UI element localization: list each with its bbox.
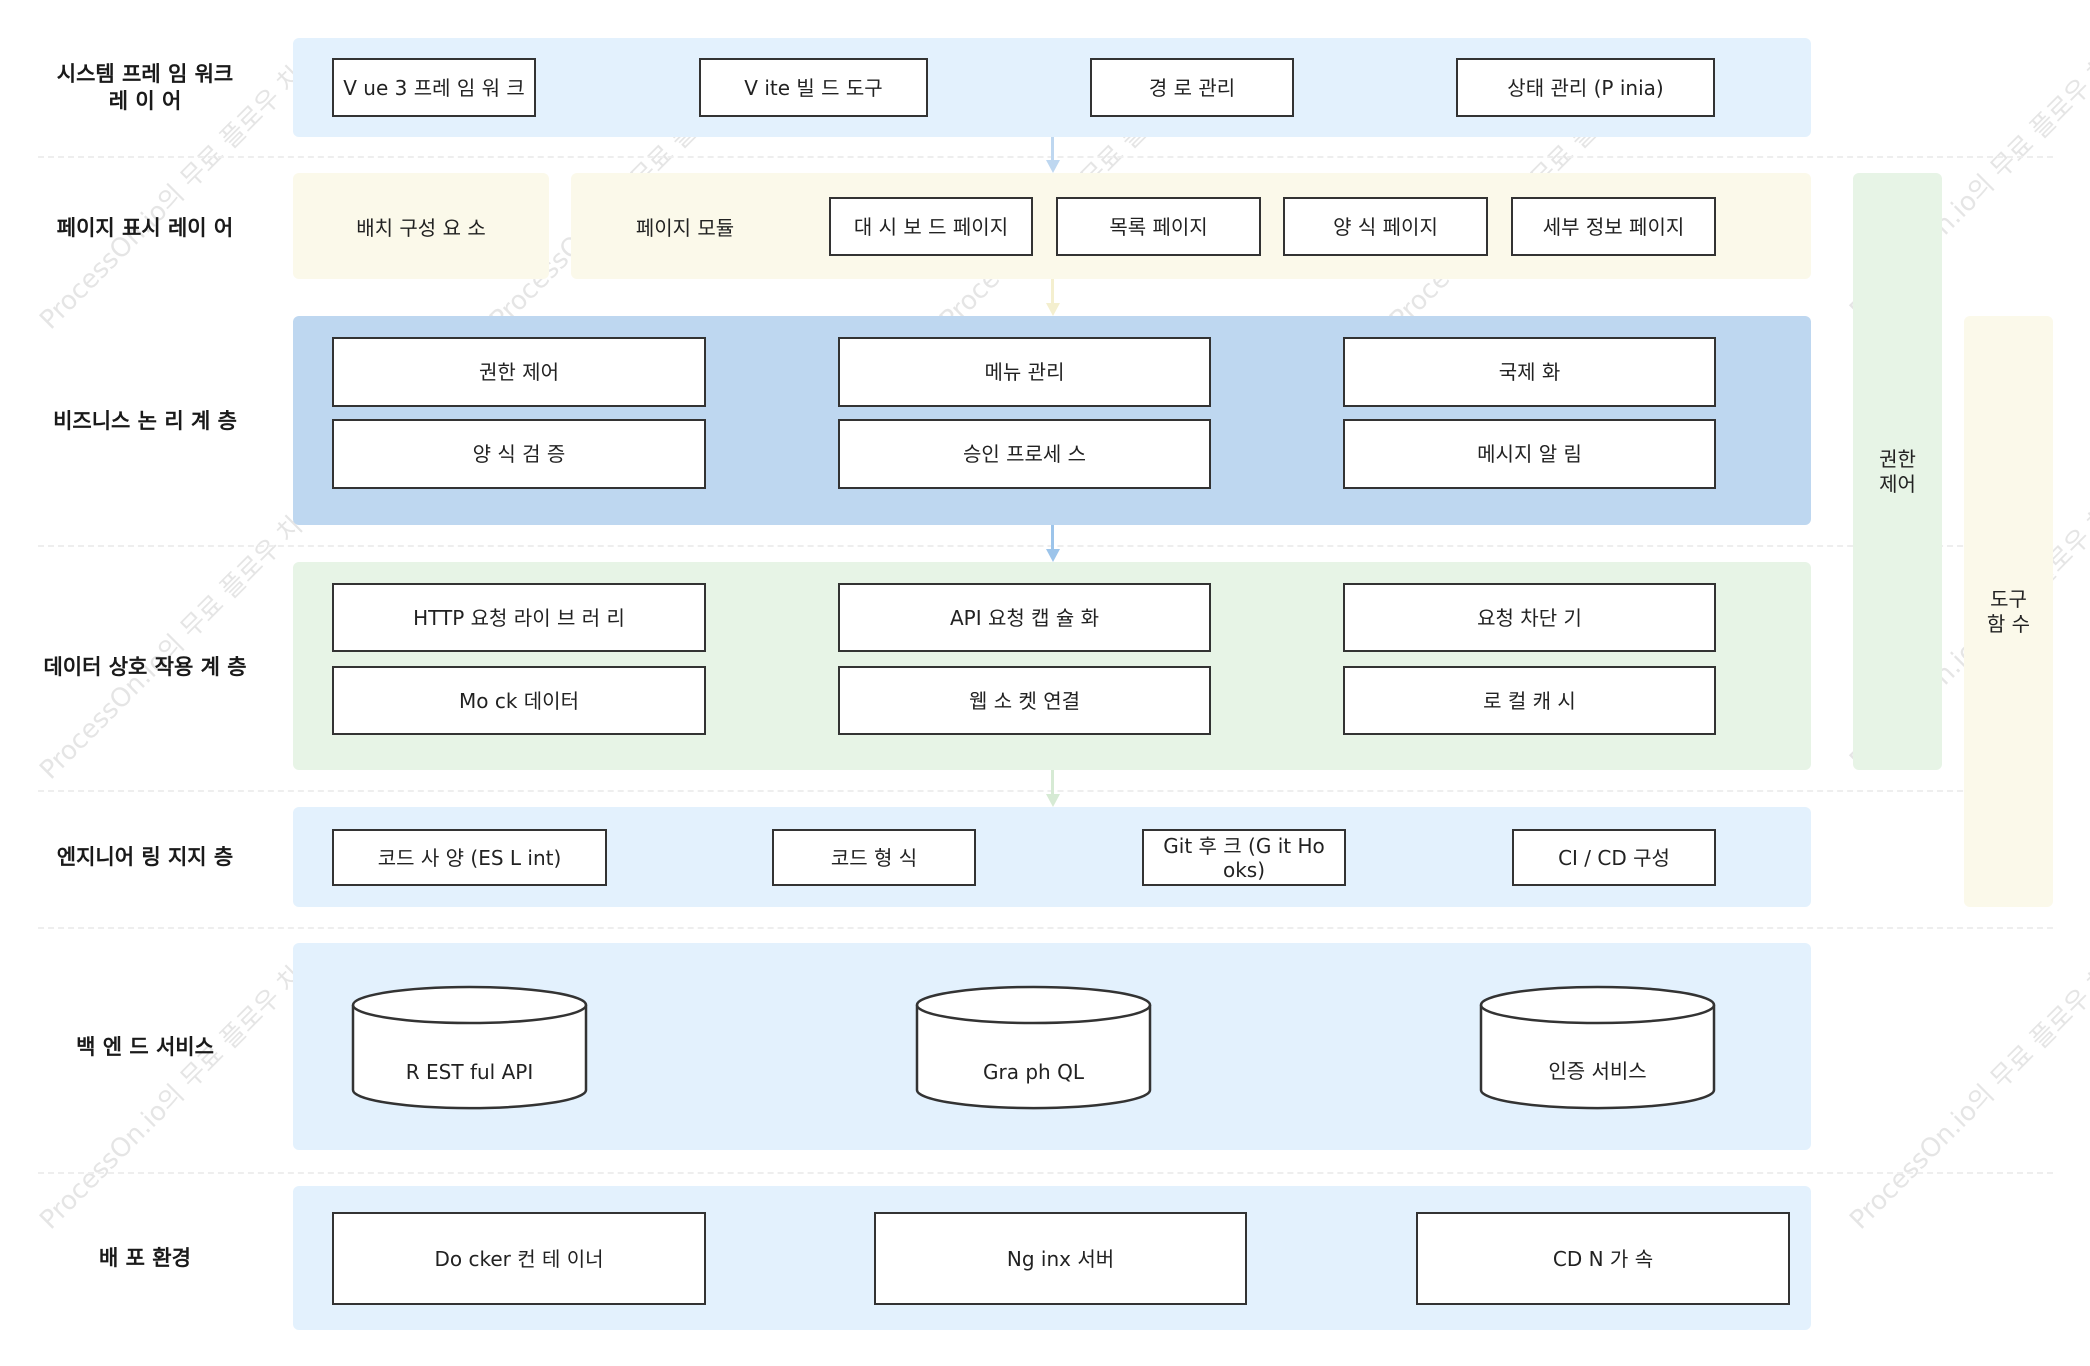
auth-service-database: 인증 서비스: [1479, 985, 1716, 1110]
arrow-connector: [1051, 137, 1054, 164]
layer-label-data: 데이터 상호 작용 계 층: [43, 654, 247, 679]
permission-side-panel: 권한 제어: [1853, 173, 1942, 770]
arrow-connector: [1051, 279, 1054, 307]
restful-api-database: R EST ful API: [351, 985, 588, 1110]
cicd-box: CI / CD 구성: [1512, 829, 1716, 886]
database-icon: [1479, 985, 1716, 1110]
menu-management-box: 메뉴 관리: [838, 337, 1211, 407]
page-modules-label: 페이지 모듈: [635, 215, 735, 240]
dashboard-page-box: 대 시 보 드 페이지: [829, 197, 1033, 256]
restful-api-label: R EST ful API: [405, 1060, 534, 1084]
separator: [38, 545, 2053, 547]
form-page-box: 양 식 페이지: [1283, 197, 1488, 256]
permission-side-label: 권한 제어: [1879, 446, 1916, 496]
graphql-database: Gra ph QL: [915, 985, 1152, 1110]
tools-side-label: 도구 함 수: [1986, 586, 2031, 636]
permission-control-box: 권한 제어: [332, 337, 706, 407]
separator: [38, 790, 2053, 792]
list-page-box: 목록 페이지: [1056, 197, 1261, 256]
layout-components-label: 배치 구성 요 소: [356, 215, 486, 240]
form-validation-box: 양 식 검 증: [332, 419, 706, 489]
separator: [38, 156, 2053, 158]
detail-page-box: 세부 정보 페이지: [1511, 197, 1716, 256]
vite-build-box: V ite 빌 드 도구: [699, 58, 928, 117]
layer-label-engineering: 엔지니어 링 지지 층: [56, 844, 234, 869]
arrow-connector: [1051, 770, 1054, 798]
layer-label-business: 비즈니스 논 리 계 층: [53, 408, 237, 433]
request-interceptor-box: 요청 차단 기: [1343, 583, 1716, 652]
local-cache-box: 로 컬 캐 시: [1343, 666, 1716, 735]
api-wrapper-box: API 요청 캡 슐 화: [838, 583, 1211, 652]
arrow-head: [1046, 303, 1060, 316]
i18n-box: 국제 화: [1343, 337, 1716, 407]
nginx-server-box: Ng inx 서버: [874, 1212, 1247, 1305]
layer-label-page: 페이지 표시 레이 어: [56, 215, 234, 240]
watermark: ProcessOn.io의 무료 플로우 차트: [1844, 943, 2090, 1236]
arrow-head: [1046, 160, 1060, 173]
layer-label-backend: 백 엔 드 서비스: [76, 1034, 214, 1059]
tools-side-panel: 도구 함 수: [1964, 316, 2053, 907]
separator: [38, 1172, 2053, 1174]
layer-label-deploy: 배 포 환경: [99, 1245, 191, 1270]
vue3-framework-box: V ue 3 프레 임 워 크: [332, 58, 536, 117]
message-notification-box: 메시지 알 림: [1343, 419, 1716, 489]
arrow-head: [1046, 549, 1060, 562]
approval-process-box: 승인 프로세 스: [838, 419, 1211, 489]
git-hooks-box: Git 후 크 (G it Ho oks): [1142, 829, 1346, 886]
database-icon: [351, 985, 588, 1110]
http-library-box: HTTP 요청 라이 브 러 리: [332, 583, 706, 652]
docker-container-box: Do cker 컨 테 이너: [332, 1212, 706, 1305]
layout-panel: [293, 173, 549, 279]
code-format-box: 코드 형 식: [772, 829, 976, 886]
layer-label-framework: 시스템 프레 임 워크 레 이 어: [56, 62, 234, 113]
graphql-label: Gra ph QL: [983, 1060, 1084, 1084]
separator: [38, 927, 2053, 929]
pinia-state-box: 상태 관리 (P inia): [1456, 58, 1715, 117]
mock-data-box: Mo ck 데이터: [332, 666, 706, 735]
database-icon: [915, 985, 1152, 1110]
arrow-connector: [1051, 525, 1054, 553]
arrow-head: [1046, 794, 1060, 807]
auth-service-label: 인증 서비스: [1548, 1059, 1647, 1083]
websocket-box: 웹 소 켓 연결: [838, 666, 1211, 735]
cdn-acceleration-box: CD N 가 속: [1416, 1212, 1790, 1305]
router-box: 경 로 관리: [1090, 58, 1294, 117]
eslint-box: 코드 사 양 (ES L int): [332, 829, 607, 886]
